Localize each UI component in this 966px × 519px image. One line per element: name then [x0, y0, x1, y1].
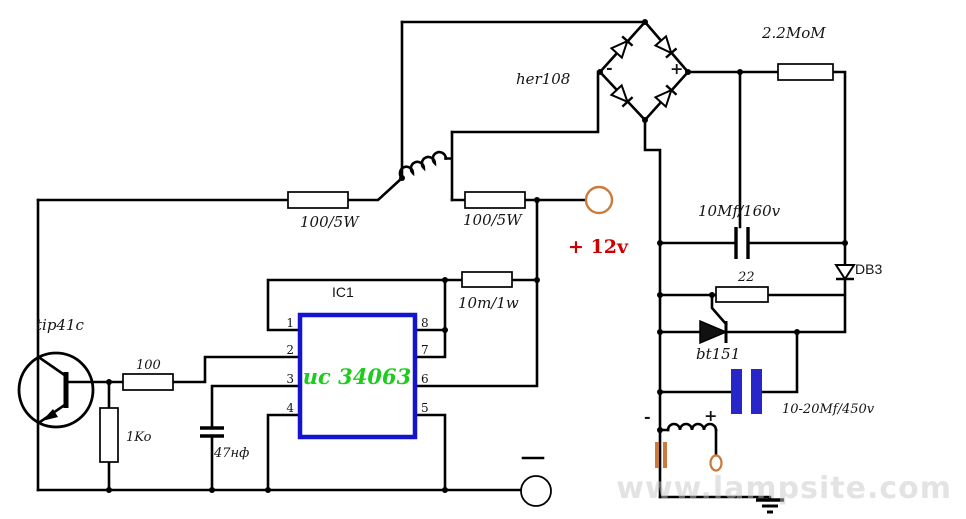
resistor-1ko: [99, 407, 119, 463]
resistor-10m-1w: [461, 271, 513, 288]
lamp-symbol: [520, 475, 552, 507]
wire-pin5-gnd: [413, 413, 447, 492]
capacitor-output-plate-1: [731, 369, 742, 414]
ic-pin-5: 5: [421, 401, 429, 415]
wire-top-left: [36, 176, 404, 202]
watermark: www.lampsite.com: [616, 471, 952, 506]
wire-pin8: [413, 278, 447, 359]
wire-output-cap: [658, 330, 799, 394]
ic-pin-6: 6: [421, 372, 429, 386]
resistor-100-5w-right: [464, 191, 526, 209]
bridge-diode-top-right: [653, 34, 678, 59]
resistor-100-base: [122, 373, 174, 391]
label-10m-1w: 10m/1w: [458, 294, 519, 312]
label-out-minus: -: [644, 407, 651, 426]
ic-pin-1: 1: [286, 316, 294, 330]
ic-pin-8: 8: [421, 316, 429, 330]
bridge-diode-bottom-right: [653, 84, 678, 109]
ic-pin-4: 4: [286, 401, 294, 415]
resistor-2-2mom: [777, 63, 834, 81]
label-10mf-160v: 10Mf/160v: [698, 202, 781, 220]
label-bridge-plus: +: [670, 59, 683, 78]
ic-pin-3: 3: [286, 372, 294, 386]
label-100: 100: [136, 358, 161, 373]
ground-symbol: [756, 498, 784, 514]
ic-part-label: uc 34063: [303, 364, 411, 389]
wire-pin4-gnd: [266, 413, 302, 492]
transistor-tip41c: [17, 351, 95, 429]
label-tip41c: tip41c: [36, 316, 85, 334]
ic-pin-2: 2: [286, 343, 294, 357]
resistor-100-5w-left: [287, 191, 349, 209]
wire-thyristor: [658, 294, 799, 334]
wire-pin1-feedback: [266, 278, 539, 332]
label-bridge-minus: -: [606, 58, 613, 77]
terminal-12v: [584, 185, 614, 215]
bridge-diode-bottom-left: [609, 83, 634, 108]
wire-vcc-vertical: [413, 198, 539, 388]
output-transformer-coil: [666, 422, 718, 432]
wire-bridge-minus: [450, 70, 600, 134]
label-her108: her108: [516, 70, 570, 88]
output-terminal-ring: [709, 454, 723, 472]
wire-pin3-cap: [210, 384, 302, 492]
bridge-diode-top-left: [609, 35, 634, 60]
ic-ref-label: IC1: [332, 284, 354, 300]
wire-coil-join: [444, 130, 454, 202]
output-terminal-bar-1: [655, 442, 659, 468]
junction-dots: [106, 19, 848, 493]
ic-body: [297, 312, 418, 440]
label-out-plus: +: [704, 406, 717, 425]
label-47nf: 47нф: [213, 446, 249, 461]
label-12v: + 12v: [568, 236, 629, 258]
wire-bridge-plus: [658, 70, 847, 334]
capacitor-output-plate-2: [751, 369, 762, 414]
label-100-5w-right: 100/5W: [463, 211, 523, 229]
label-db3: DB3: [855, 261, 882, 277]
wire-pin2-base: [64, 355, 302, 384]
wire-main-bus: [643, 118, 662, 499]
label-1ko: 1Ko: [126, 430, 152, 445]
label-bt151: bt151: [696, 345, 740, 363]
capacitor-10mf-160v: [734, 227, 750, 259]
diac-db3: [834, 264, 856, 281]
output-terminal-bar-2: [663, 442, 667, 468]
resistor-22: [715, 286, 769, 303]
label-22: 22: [737, 270, 755, 285]
label-output-cap: 10-20Mf/450v: [782, 402, 875, 417]
wire-filter-cap: [658, 70, 847, 245]
wire-transformer: [658, 428, 718, 457]
capacitor-47nf: [200, 426, 224, 438]
label-2-2mom: 2.2MoM: [761, 24, 826, 42]
ic-pin-7: 7: [421, 343, 429, 357]
label-100-5w-left: 100/5W: [300, 213, 360, 231]
inductor-coil: [398, 150, 448, 180]
thyristor-bt151: [699, 319, 728, 345]
